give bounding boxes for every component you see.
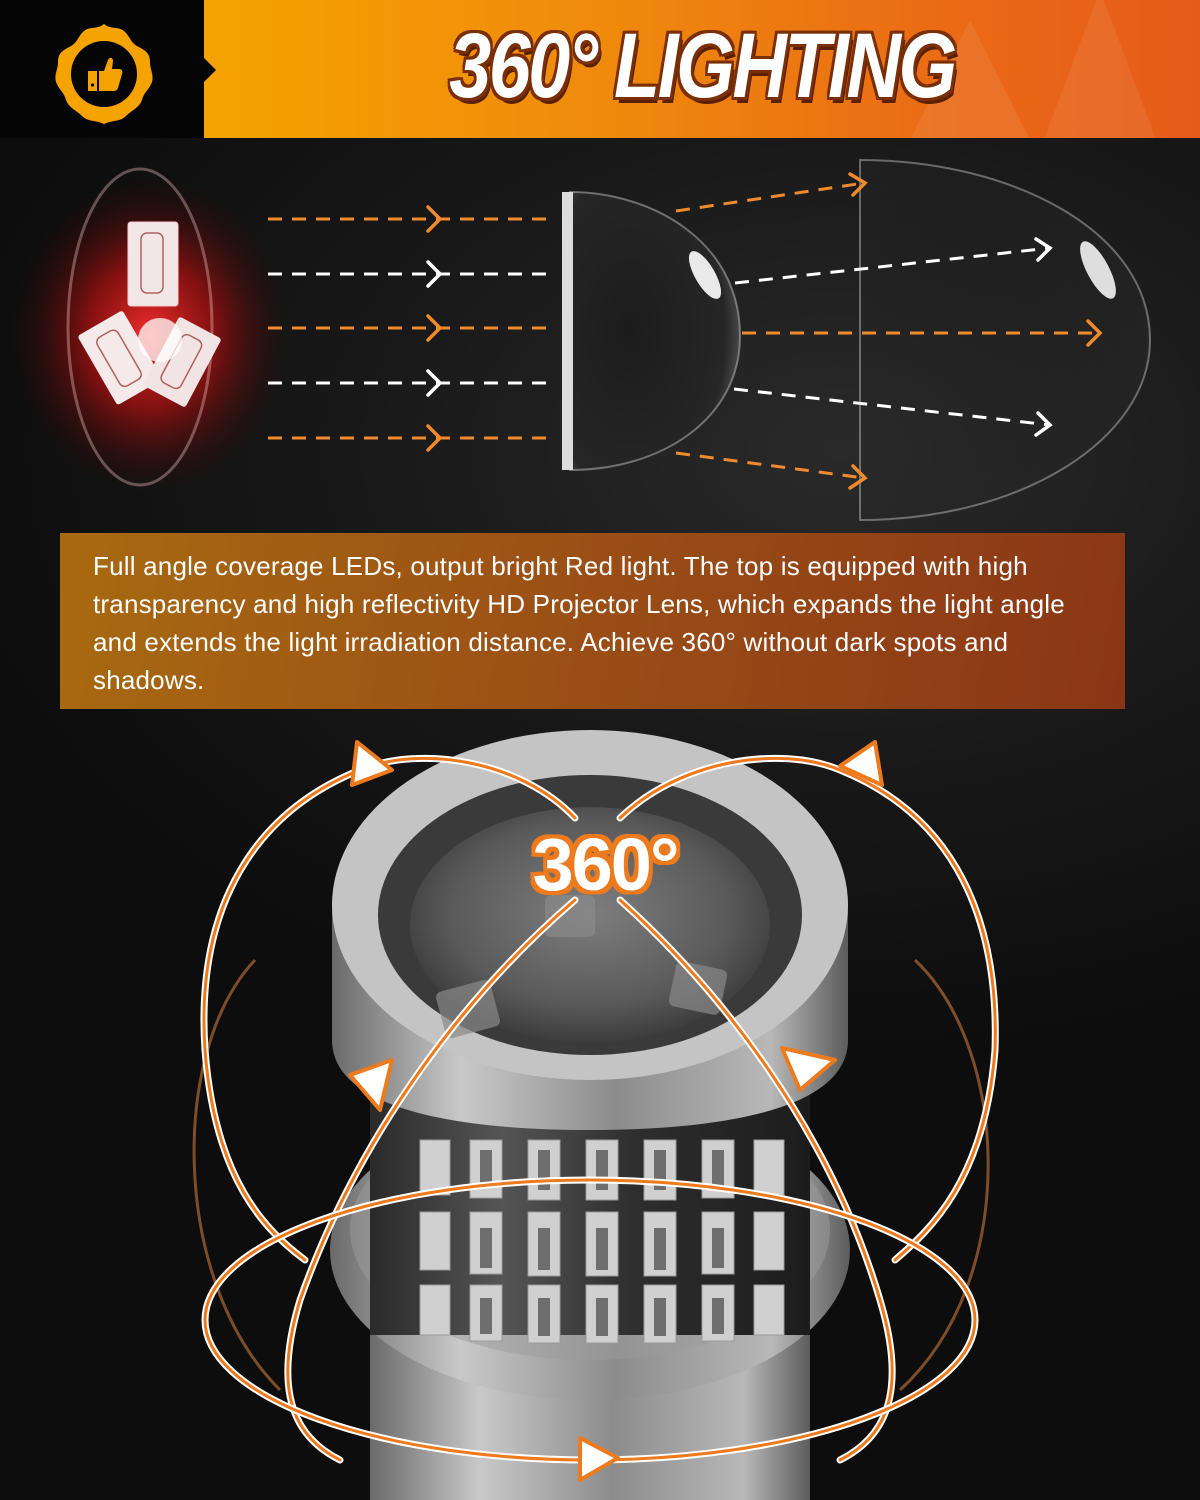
- arrow-head-icons: [348, 740, 884, 1482]
- arrow-head-icons: [848, 172, 1103, 490]
- header-banner: 360° LIGHTING: [0, 0, 1200, 138]
- page-title: 360° LIGHTING: [449, 15, 957, 117]
- bulb-illustration: [192, 730, 999, 1500]
- red-led-source: [10, 167, 290, 495]
- 360-degree-label: 360°: [532, 823, 679, 906]
- outgoing-light-rays: [675, 181, 1100, 480]
- outer-lens-dome: [859, 158, 1152, 522]
- light-path-diagram: [10, 158, 1152, 522]
- projector-lens: [562, 190, 742, 472]
- description-box: Full angle coverage LEDs, output bright …: [60, 533, 1125, 709]
- 360-rotation-arrows: [200, 754, 999, 1464]
- rotation-arcs: [192, 958, 990, 1392]
- description-text: Full angle coverage LEDs, output bright …: [93, 551, 1065, 695]
- header-notch-arrow: [204, 58, 216, 82]
- decorative-triangle: [900, 20, 1040, 138]
- arrow-head-icons: [426, 205, 443, 452]
- header-title-panel: [204, 0, 1200, 138]
- decorative-triangle: [1040, 0, 1160, 138]
- thumbs-up-badge-icon: [55, 24, 153, 124]
- incoming-light-rays: [268, 217, 546, 440]
